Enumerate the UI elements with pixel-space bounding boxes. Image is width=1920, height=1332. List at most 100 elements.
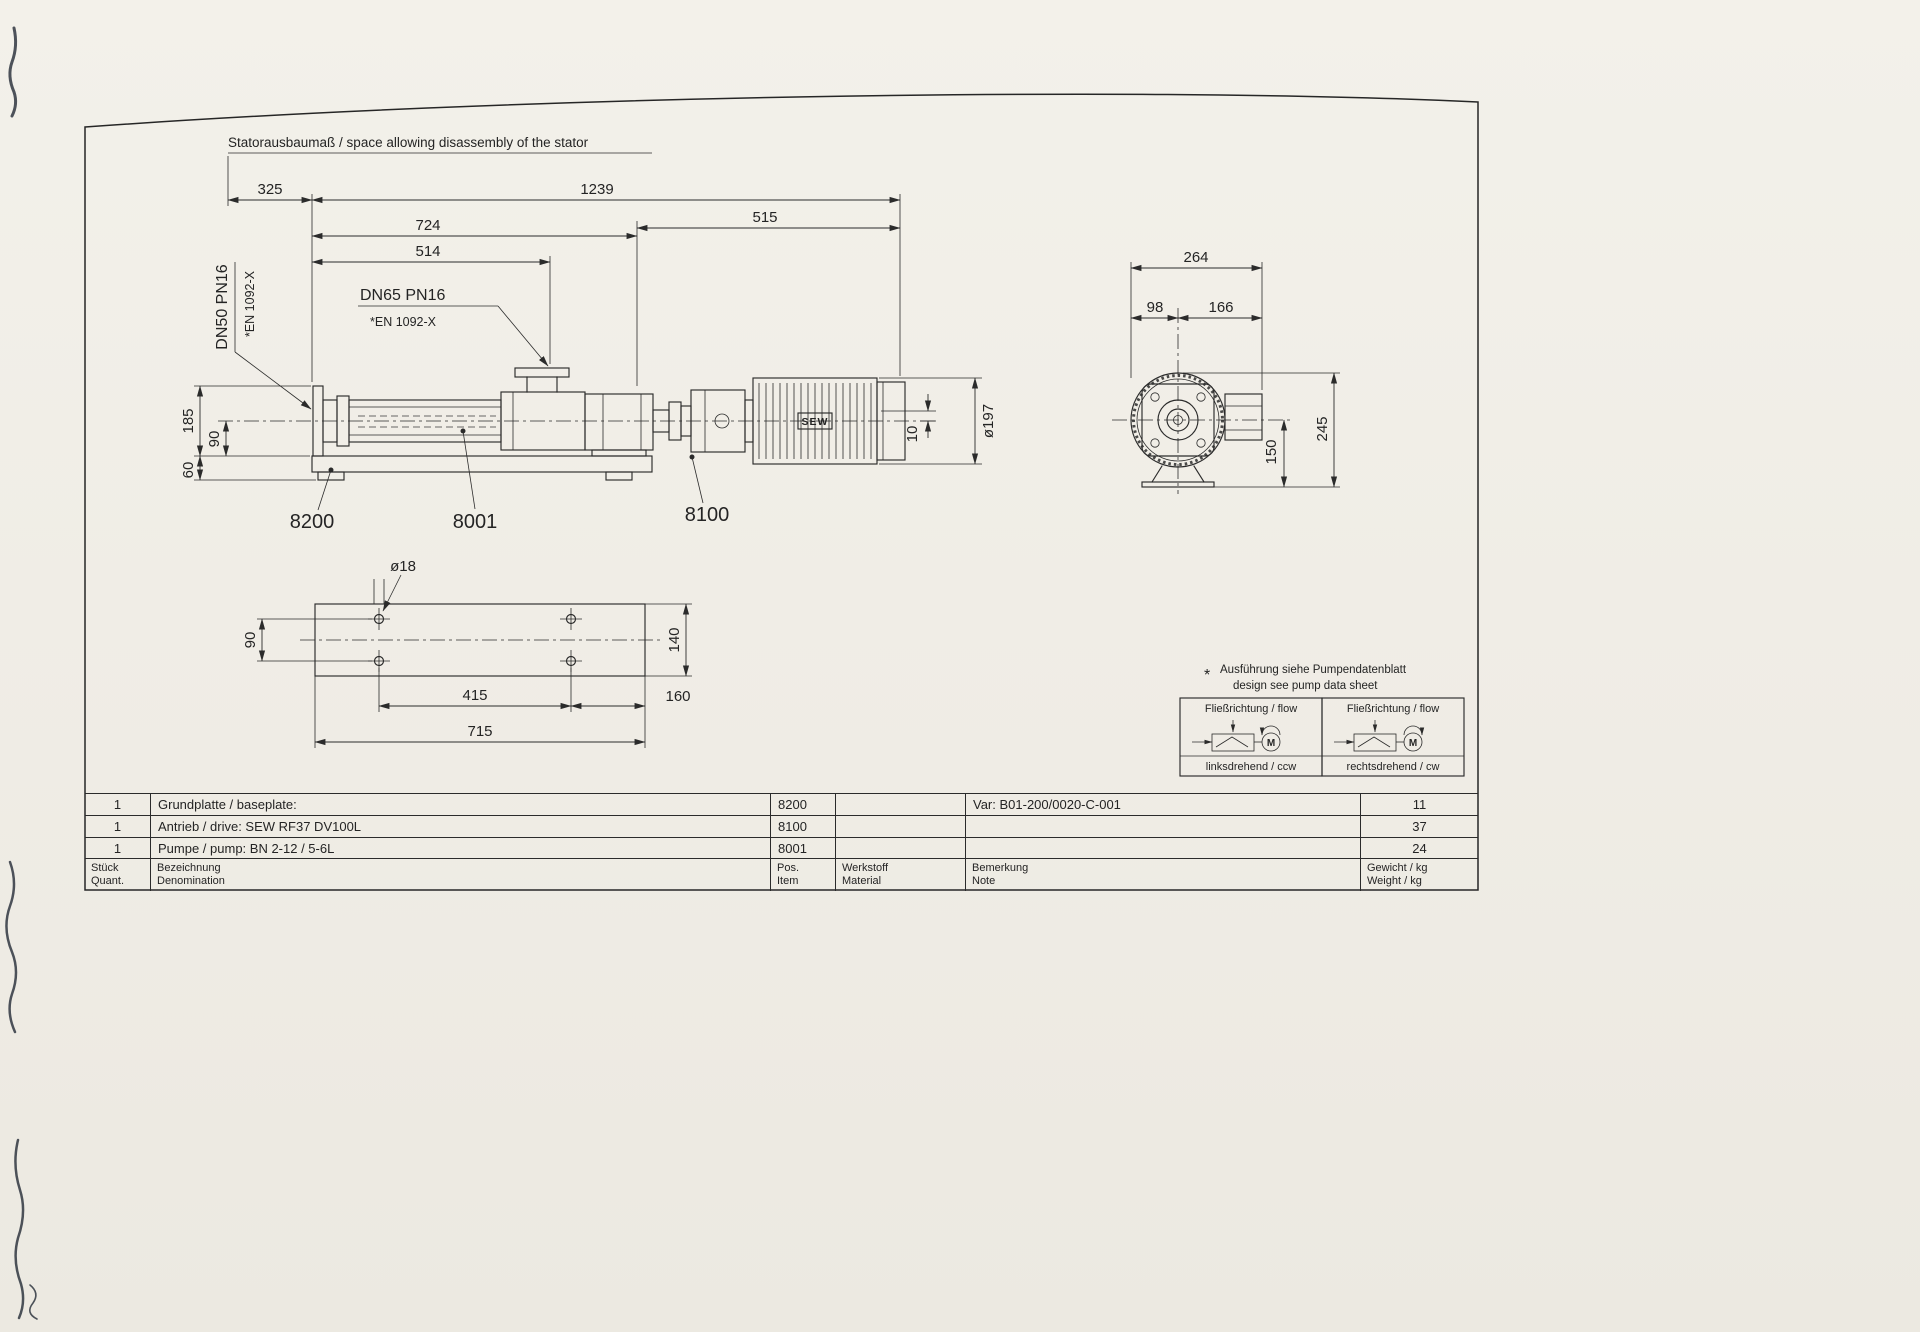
dim-base-height: 60 <box>180 462 197 479</box>
pump-symbol-ccw <box>1211 733 1255 752</box>
table-cell-pos: 8100 <box>770 816 835 838</box>
mounting-flange <box>1141 383 1215 457</box>
dn65-flange-label: DN65 PN16 <box>360 287 445 304</box>
table-cell-material <box>835 816 965 838</box>
dim-end-left: 98 <box>1147 299 1164 316</box>
footnote: * Ausführung siehe Pumpendatenblatt desi… <box>1204 664 1407 692</box>
dim-port-distance: 514 <box>415 243 440 260</box>
dim-motor-offset: 10 <box>904 426 921 443</box>
table-header-note: Bemerkung Note <box>965 859 1360 891</box>
end-view: 264 98 166 245 150 <box>1112 249 1340 494</box>
dim-hole-rows: 90 <box>242 632 259 649</box>
table-cell-weight: 24 <box>1360 838 1478 859</box>
table-cell-pos: 8200 <box>770 794 835 816</box>
scan-artifacts <box>5 26 38 1320</box>
table-header-qty-de: Stück <box>91 862 119 874</box>
table-header-weight-en: Weight / kg <box>1367 875 1422 887</box>
table-cell-note <box>965 816 1360 838</box>
bearing-housing <box>584 393 654 451</box>
motor-brand-label: SEW <box>802 416 829 428</box>
dim-end-height: 245 <box>1314 416 1331 441</box>
motor-symbol-ccw <box>1261 732 1281 752</box>
dn65-branch-flange <box>514 367 570 378</box>
table-cell-material <box>835 794 965 816</box>
dim-hole-edge: 160 <box>665 688 690 705</box>
flow-caption-cw: rechtsdrehend / cw <box>1347 761 1440 773</box>
dim-end-cl-height: 150 <box>1263 439 1280 464</box>
motor-symbol-letter-cw: M <box>1409 738 1417 749</box>
flow-caption-ccw: linksdrehend / ccw <box>1206 761 1297 773</box>
table-cell-material <box>835 838 965 859</box>
table-header-weight: Gewicht / kg Weight / kg <box>1360 859 1478 891</box>
stator-space-text: Statorausbaumaß / space allowing disasse… <box>228 135 589 150</box>
footnote-de: Ausführung siehe Pumpendatenblatt <box>1220 664 1407 676</box>
table-cell-denomination: Antrieb / drive: SEW RF37 DV100L <box>150 816 770 838</box>
dn65-standard-label: *EN 1092-X <box>370 315 437 329</box>
drawing-frame <box>84 93 1479 891</box>
baseplate-side <box>311 455 653 473</box>
dn50-standard-label: *EN 1092-X <box>243 270 257 337</box>
parts-table: 1 Grundplatte / baseplate: 8200 Var: B01… <box>85 793 1478 891</box>
motor-dimensions: 10 ø197 <box>879 377 997 465</box>
table-cell-weight: 11 <box>1360 794 1478 816</box>
dim-hole-pitch: 415 <box>462 687 487 704</box>
pump-symbol-cw <box>1353 733 1397 752</box>
dim-drive-length: 515 <box>752 209 777 226</box>
dim-end-width: 264 <box>1183 249 1208 266</box>
dim-end-right: 166 <box>1208 299 1233 316</box>
flow-title-right: Fließrichtung / flow <box>1347 703 1439 715</box>
dim-pump-length: 724 <box>415 217 440 234</box>
callout-drive: 8100 <box>685 504 730 526</box>
table-header-mat-de: Werkstoff <box>842 862 889 874</box>
callout-baseplate: 8200 <box>290 511 335 533</box>
pump-side-view: SEW 8200 8001 8100 <box>218 367 938 533</box>
flange-labels: DN65 PN16 *EN 1092-X DN50 PN16 *EN 1092-… <box>214 262 549 410</box>
table-cell-qty: 1 <box>85 794 150 816</box>
table-header-note-en: Note <box>972 875 996 887</box>
table-cell-pos: 8001 <box>770 838 835 859</box>
footnote-star: * <box>1204 667 1210 684</box>
table-header-note-de: Bemerkung <box>972 862 1029 874</box>
table-header-qty-en: Quant. <box>91 875 125 887</box>
dim-motor-diameter: ø197 <box>980 404 997 438</box>
flow-title-left: Fließrichtung / flow <box>1205 703 1297 715</box>
motor-symbol-cw <box>1403 732 1423 752</box>
table-header-weight-de: Gewicht / kg <box>1367 862 1428 874</box>
table-cell-note: Var: B01-200/0020-C-001 <box>965 794 1360 816</box>
fan-cover <box>876 381 906 461</box>
baseplate-plan-view: ø18 90 140 415 160 715 <box>242 558 692 748</box>
table-cell-weight: 37 <box>1360 816 1478 838</box>
dim-flange-height: 185 <box>180 408 197 433</box>
table-header-pos-de: Pos. <box>777 862 800 874</box>
table-cell-denomination: Pumpe / pump: BN 2-12 / 5-6L <box>150 838 770 859</box>
table-header-denomination: Bezeichnung Denomination <box>150 859 770 891</box>
terminal-box-side <box>1224 393 1263 441</box>
table-header-pos-en: Item <box>777 875 799 887</box>
table-header-pos: Pos. Item <box>770 859 835 891</box>
dim-overall-length: 1239 <box>580 181 613 198</box>
table-cell-qty: 1 <box>85 816 150 838</box>
stator-space-note: Statorausbaumaß / space allowing disasse… <box>228 135 652 154</box>
table-header-denom-de: Bezeichnung <box>157 862 221 874</box>
table-cell-qty: 1 <box>85 838 150 859</box>
table-header-material: Werkstoff Material <box>835 859 965 891</box>
dim-plate-width: 140 <box>666 627 683 652</box>
motor-nameplate <box>797 412 833 430</box>
dim-centerline-height: 90 <box>206 431 223 448</box>
footnote-en: design see pump data sheet <box>1233 680 1378 692</box>
callout-pump: 8001 <box>453 511 498 533</box>
table-header-qty: Stück Quant. <box>85 859 150 891</box>
flow-box-ccw: Fließrichtung / flow M linksdrehend / cc… <box>1179 697 1323 777</box>
table-header-mat-en: Material <box>842 875 882 887</box>
table-cell-note <box>965 838 1360 859</box>
motor-symbol-letter-ccw: M <box>1267 738 1275 749</box>
shaft-end <box>1173 415 1183 425</box>
foot-base <box>1141 481 1215 488</box>
table-cell-denomination: Grundplatte / baseplate: <box>150 794 770 816</box>
table-header-denom-en: Denomination <box>157 875 225 887</box>
dim-stator-space: 325 <box>257 181 282 198</box>
dn50-flange-label: DN50 PN16 <box>214 264 231 349</box>
dim-hole-diameter: ø18 <box>390 558 416 575</box>
